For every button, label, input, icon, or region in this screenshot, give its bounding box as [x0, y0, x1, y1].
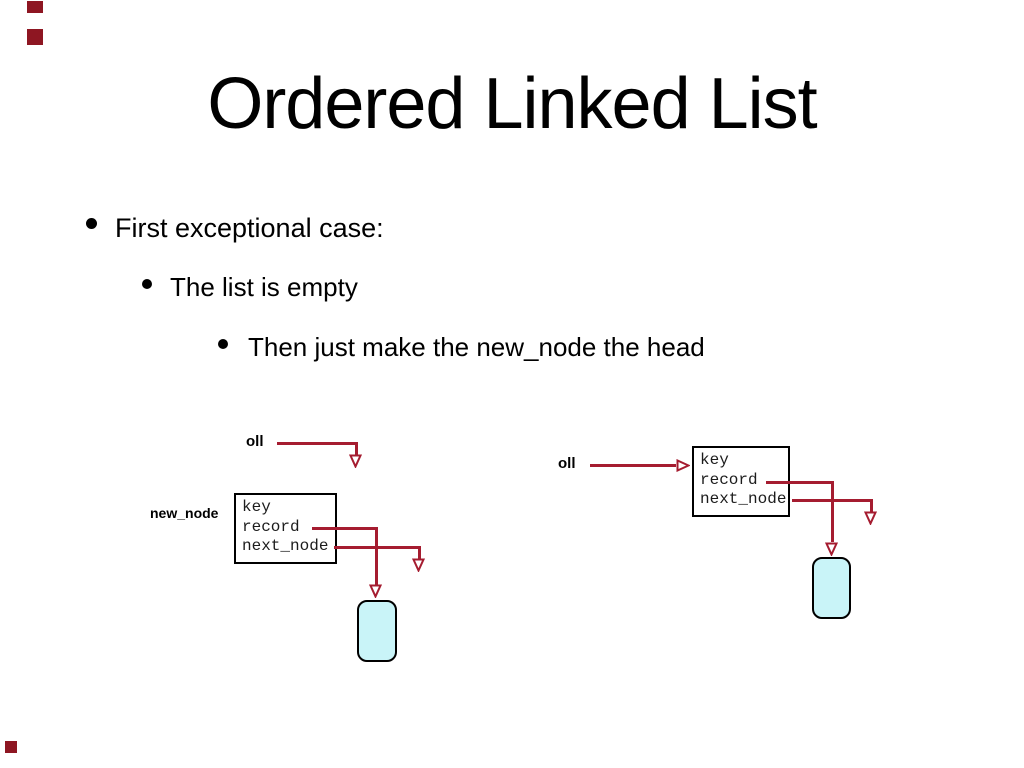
field-next-node: next_node: [242, 537, 329, 555]
corner-artifact-mark: [27, 29, 43, 45]
arrowhead-down-icon: [825, 542, 838, 556]
bullet-level1-text: First exceptional case:: [115, 213, 384, 243]
field-record: record: [700, 470, 758, 489]
bullet-level3-text: Then just make the new_node the head: [248, 332, 705, 362]
next-node-pointer-line: [418, 546, 421, 559]
new-node-label: new_node: [150, 505, 219, 521]
record-pointer-line: [766, 481, 834, 484]
field-next-node: next_node: [700, 490, 787, 508]
new-node-box: key record next_node: [234, 493, 337, 564]
next-node-pointer-line: [870, 499, 873, 512]
slide-title: Ordered Linked List: [207, 64, 817, 144]
bullet-level2-text: The list is empty: [170, 272, 358, 302]
corner-artifact-mark: [5, 741, 17, 753]
arrowhead-down-icon: [369, 584, 382, 598]
record-data-node: [812, 557, 851, 619]
bullet-icon: [218, 339, 228, 349]
corner-artifact-mark: [27, 1, 43, 13]
arrowhead-down-icon: [864, 511, 877, 525]
arrowhead-down-icon: [412, 558, 425, 572]
bullet-icon: [86, 218, 97, 229]
oll-pointer-label: oll: [558, 455, 576, 472]
oll-pointer-label: oll: [246, 433, 264, 450]
record-pointer-line: [375, 527, 378, 586]
record-data-node: [357, 600, 397, 662]
bullet-icon: [142, 279, 152, 289]
record-pointer-line: [312, 527, 378, 530]
field-record: record: [242, 517, 300, 536]
oll-arrow-line: [590, 464, 676, 467]
field-key: key: [242, 498, 271, 516]
next-node-pointer-line: [334, 546, 421, 549]
arrowhead-down-icon: [349, 454, 362, 468]
field-key: key: [700, 451, 729, 469]
oll-arrow-line: [277, 442, 358, 445]
oll-arrow-line: [355, 442, 358, 455]
record-pointer-line: [831, 481, 834, 542]
next-node-pointer-line: [792, 499, 873, 502]
arrowhead-right-icon: [676, 459, 690, 472]
